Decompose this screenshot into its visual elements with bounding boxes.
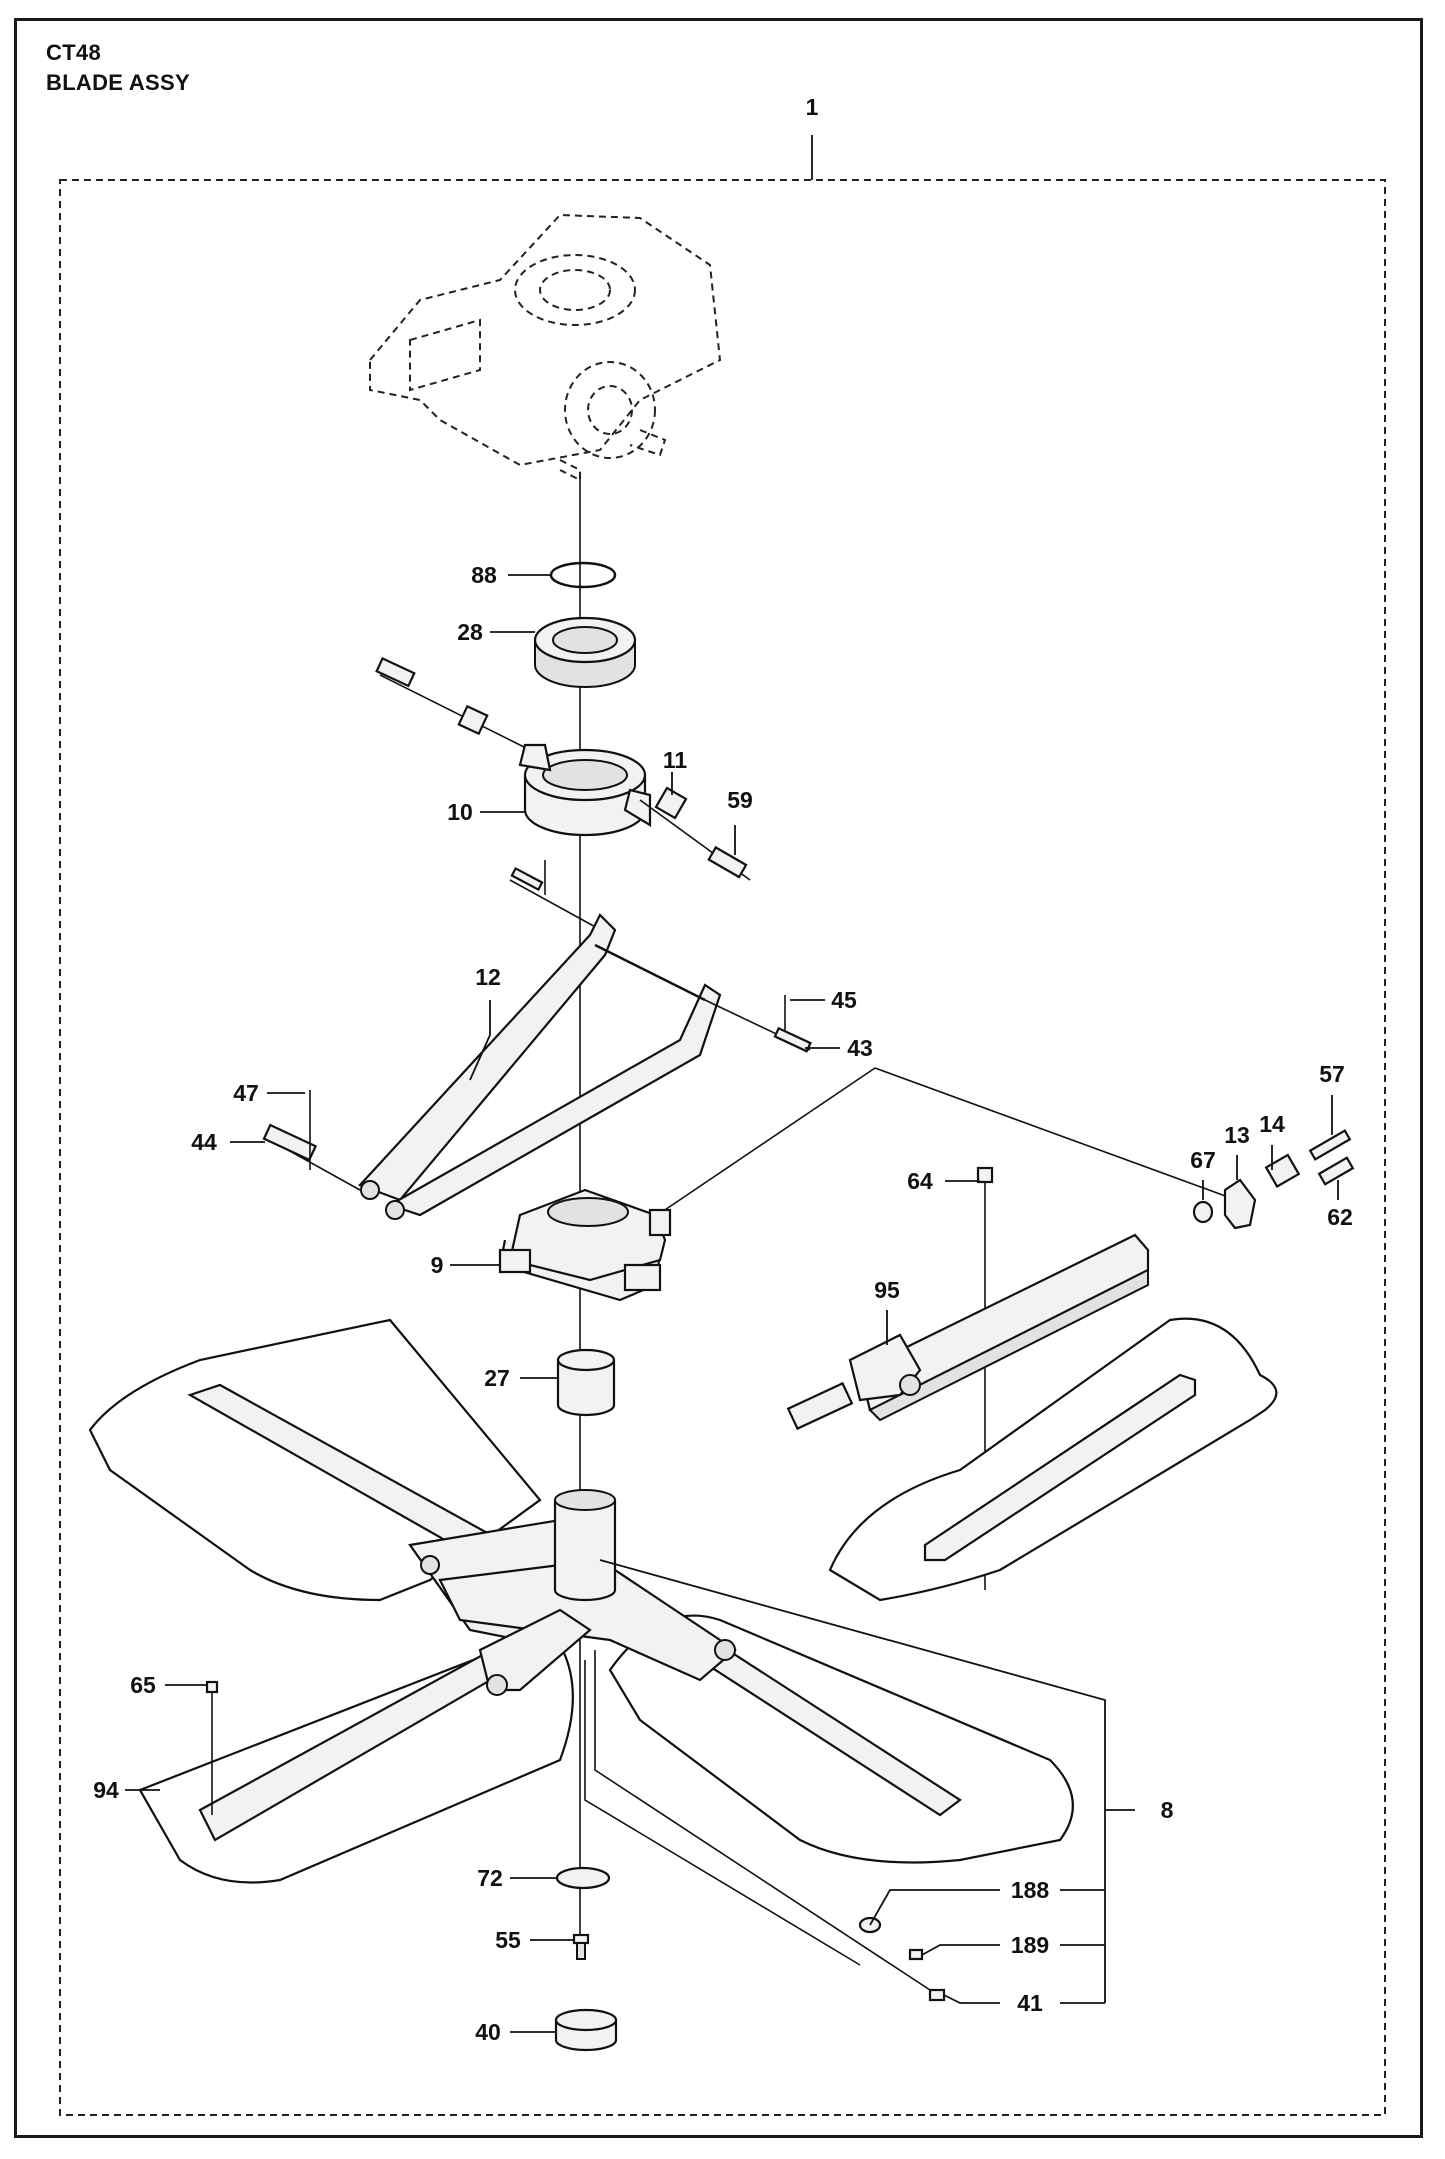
bolt-axis-10 — [379, 674, 531, 751]
blade-frame-8 — [88, 1318, 1074, 1884]
washer-72 — [555, 1866, 611, 1890]
callout-14: 14 — [1259, 1111, 1285, 1137]
bushing-27 — [556, 1348, 616, 1417]
callout-62: 62 — [1327, 1204, 1353, 1230]
callout-1: 1 — [806, 94, 819, 120]
bearing-28 — [533, 616, 637, 688]
bolt-62 — [1317, 1156, 1355, 1186]
callout-44: 44 — [191, 1129, 217, 1155]
assembly-boundary — [59, 179, 1386, 2116]
callout-64: 64 — [907, 1168, 933, 1194]
snap-ring-88 — [549, 561, 617, 589]
gearbox-reference — [369, 213, 722, 482]
callout-188: 188 — [1011, 1877, 1050, 1903]
bolt-59 — [707, 845, 748, 879]
callout-43: 43 — [847, 1035, 873, 1061]
callout-67: 67 — [1190, 1147, 1216, 1173]
diagram-frame — [14, 18, 1423, 2138]
callout-59: 59 — [727, 787, 753, 813]
callout-45: 45 — [831, 987, 857, 1013]
pin-41 — [928, 1988, 946, 2002]
callout-8: 8 — [1161, 1797, 1174, 1823]
bolt-57 — [1308, 1129, 1352, 1161]
spider-9 — [498, 1188, 672, 1302]
bolt-55 — [572, 1933, 590, 1960]
spacer-14 — [1264, 1153, 1301, 1189]
callout-47: 47 — [233, 1080, 259, 1106]
callout-41: 41 — [1017, 1990, 1043, 2016]
model-title: CT48 — [46, 40, 101, 65]
washer-67 — [1192, 1200, 1214, 1224]
callout-40: 40 — [475, 2019, 501, 2045]
callout-11: 11 — [663, 747, 688, 773]
cap-40 — [554, 2008, 618, 2052]
callout-57: 57 — [1319, 1061, 1345, 1087]
blade-plate-upper-right — [828, 1317, 1278, 1602]
screw-65 — [205, 1680, 219, 1694]
assembly-title: BLADE ASSY — [46, 70, 190, 95]
pin-top-12 — [510, 866, 544, 892]
callout-88: 88 — [471, 562, 497, 588]
callout-65: 65 — [130, 1672, 156, 1698]
callout-9: 9 — [431, 1252, 444, 1278]
callout-10: 10 — [447, 799, 473, 825]
blade-arm-95 — [786, 1233, 1150, 1431]
leader-lines — [125, 574, 1339, 2033]
spacer-11 — [654, 786, 688, 820]
bolt-left — [375, 657, 416, 688]
link-13 — [1223, 1178, 1257, 1230]
callout-13: 13 — [1224, 1122, 1250, 1148]
callout-27: 27 — [484, 1365, 510, 1391]
callout-72: 72 — [477, 1865, 503, 1891]
callout-28: 28 — [457, 619, 483, 645]
spacer-left — [457, 704, 489, 736]
callout-95: 95 — [874, 1277, 900, 1303]
callout-55: 55 — [495, 1927, 521, 1953]
bracket-10 — [518, 743, 652, 837]
pin-44 — [262, 1123, 318, 1162]
callout-189: 189 — [1011, 1932, 1049, 1958]
callout-12: 12 — [475, 964, 501, 990]
callout-94: 94 — [93, 1777, 119, 1803]
link-arm-12 — [358, 913, 722, 1220]
screw-189 — [908, 1948, 924, 1961]
